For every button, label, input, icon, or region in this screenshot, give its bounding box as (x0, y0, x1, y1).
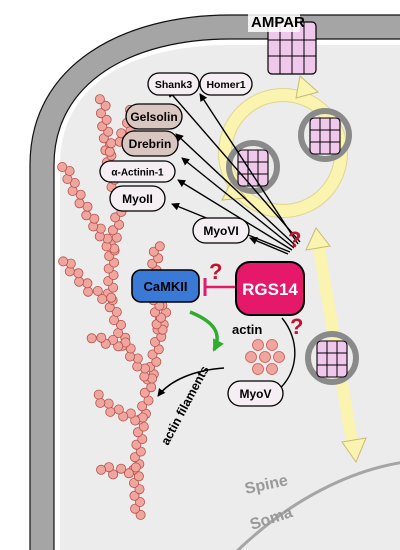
myov-node: MyoV (227, 380, 284, 407)
actin-bead-7-5 (105, 406, 116, 417)
actin-bead-1-25 (107, 225, 118, 236)
actin-bead-8-1 (123, 468, 134, 479)
actin-bead-0-17 (137, 401, 148, 412)
actin-bead-0-4 (134, 484, 145, 495)
actin-bead-7-6 (103, 398, 114, 409)
actin-bead-6-4 (82, 278, 93, 289)
myovi-node: MyoVI (192, 217, 250, 244)
actin-bead-8-0 (130, 462, 141, 473)
actin-bead-2-9 (74, 198, 85, 209)
camkii-label: CaMKII (143, 279, 187, 294)
actin-bead-0-2 (134, 496, 145, 507)
rgs14-label: RGS14 (242, 280, 298, 299)
homer1-node: Homer1 (199, 72, 253, 96)
actin-bead-9-5 (86, 333, 97, 344)
actin-bead-1-10 (116, 319, 127, 330)
spine-membrane-outline (29, 14, 400, 550)
question-mark-myovi: ? (288, 227, 301, 252)
actin-bead-5-14 (154, 241, 165, 252)
transport-arrowhead-up (305, 227, 331, 251)
actin-bead-7-7 (95, 397, 106, 408)
actin-polymerization-arrow (157, 367, 225, 397)
actin-bead-3-15 (95, 108, 106, 119)
actinin-label: α-Actinin-1 (111, 168, 164, 179)
actin-bead-4-3 (116, 128, 127, 139)
ampar-vesicle-lower (305, 331, 359, 385)
actin-bead-6-0 (106, 292, 117, 303)
gelsolin-node: Gelsolin (125, 103, 183, 130)
actin-label: actin (232, 322, 262, 337)
soma-membrane (235, 461, 400, 550)
rgs14-interaction-arrows (167, 89, 301, 393)
actin-bead-0-19 (139, 387, 150, 398)
actin-bead-3-17 (94, 94, 105, 105)
rgs14-node: RGS14 (235, 261, 305, 316)
myovi-label: MyoVI (203, 224, 238, 238)
actin-bead-9-4 (96, 332, 107, 343)
g-actin-monomers (245, 339, 285, 375)
drebrin-node: Drebrin (121, 130, 179, 157)
actin-bead-0-1 (130, 503, 141, 514)
drebrin-label: Drebrin (129, 137, 172, 151)
actin-bead-3-16 (100, 100, 111, 111)
actin-bead-2-10 (75, 189, 86, 200)
actin-bead-2-15 (57, 161, 68, 172)
ampar-label: AMPAR (251, 14, 305, 31)
actin-bead-7-1 (130, 415, 141, 426)
actin-bead-8-2 (116, 463, 127, 474)
actin-bead-0-0 (135, 509, 146, 520)
actin-bead-6-3 (83, 286, 94, 297)
question-mark-actin: ? (290, 314, 303, 339)
shank3-label: Shank3 (155, 79, 193, 91)
actin-bead-7-3 (118, 411, 129, 422)
actin-bead-1-12 (111, 306, 122, 317)
gelsolin-label: Gelsolin (130, 110, 177, 124)
actin-bead-6-6 (73, 268, 84, 279)
recycling-arrowhead-top (295, 75, 320, 99)
camkii-node: CaMKII (131, 269, 200, 303)
actin-bead-6-1 (97, 293, 108, 304)
actin-bead-0-5 (128, 477, 139, 488)
actin-bead-4-0 (104, 146, 115, 157)
myoii-node: MyoII (109, 185, 166, 212)
shank3-node: Shank3 (147, 72, 200, 96)
actin-bead-7-4 (113, 404, 124, 415)
transport-arrowhead-down (341, 437, 367, 464)
myoii-label: MyoII (122, 192, 153, 206)
actin-bead-2-7 (81, 210, 92, 221)
actin-bead-8-5 (96, 464, 107, 475)
ampar-vesicle-left (226, 140, 280, 194)
actinin-node: α-Actinin-1 (99, 160, 176, 183)
homer1-label: Homer1 (206, 79, 245, 91)
recycling-loop-edge (218, 88, 348, 218)
ampar-label-box (248, 10, 300, 32)
actin-bead-0-6 (133, 471, 144, 482)
actin-bead-7-8 (93, 389, 104, 400)
myov-label: MyoV (239, 387, 271, 401)
actin-bead-1-27 (110, 212, 121, 223)
actin-bead-6-5 (74, 276, 85, 287)
actin-bead-3-14 (101, 114, 112, 125)
ampar-vesicle-right (298, 108, 352, 162)
actin-bead-6-2 (92, 285, 103, 296)
actin-bead-6-9 (58, 256, 69, 267)
actin-bead-0-3 (129, 490, 140, 501)
spine-membrane (30, 15, 400, 550)
spine-membrane-inner-outline (53, 38, 400, 550)
camkii-activation-arrow (189, 310, 224, 352)
question-mark-camkii: ? (209, 259, 222, 284)
actin-bead-4-1 (106, 138, 117, 149)
